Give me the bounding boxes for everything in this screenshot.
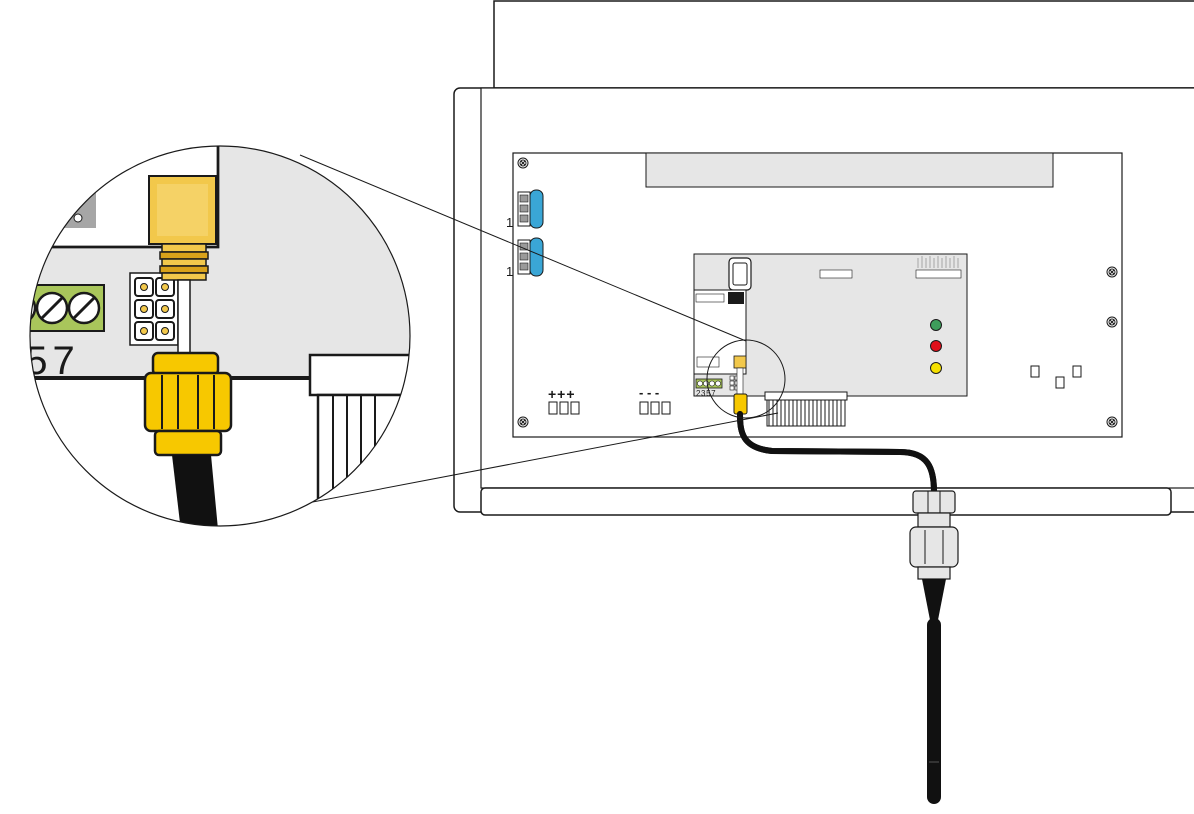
led-green (930, 319, 942, 331)
connector-upper-label: 1 (506, 215, 513, 230)
zoom-callout-lines (275, 154, 786, 510)
zoom-circle-outline (29, 145, 411, 527)
zoom-terminal-digits: 357 (0, 339, 80, 383)
terminal-block-icon (30, 284, 105, 332)
negative-label: - - - (639, 385, 659, 400)
jumper-block (129, 272, 179, 346)
ribbon-connector (308, 353, 410, 526)
screw-icon (517, 416, 529, 428)
antenna-cable (733, 393, 937, 495)
led-icon (930, 319, 942, 374)
connector-upper: 1 (506, 189, 544, 230)
led-red (930, 340, 942, 352)
display-window (645, 152, 1054, 188)
circuit-board: 2357 (693, 253, 968, 398)
zoom-detail-circle: 357 (0, 145, 411, 527)
cable-gland-icon (909, 490, 959, 580)
board-terminal-digits: 2357 (696, 389, 716, 398)
sma-connector-icon (733, 355, 747, 397)
ribbon-cable (764, 391, 848, 427)
antenna-icon (922, 579, 946, 804)
pin-header-labels (917, 256, 959, 268)
screw-icon (1106, 316, 1118, 328)
antenna-cable-nut (143, 351, 233, 526)
positive-terminals: +++ (548, 386, 580, 415)
mounting-plate: 1 1 +++ - - - (506, 152, 1123, 438)
sma-connector-icon (148, 175, 217, 357)
connector-lower-label: 1 (506, 264, 513, 279)
negative-terminals: - - - (639, 385, 671, 415)
led-yellow (930, 362, 942, 374)
screw-icon (1106, 416, 1118, 428)
positive-label: +++ (548, 386, 576, 402)
chip-icon (728, 257, 752, 291)
enclosure-top-lid (493, 0, 1194, 89)
pin-header-top (819, 269, 962, 279)
enclosure-bottom-rail (480, 487, 1172, 516)
screw-icon (517, 157, 529, 169)
right-terminals (1030, 365, 1082, 389)
screw-icon (1106, 266, 1118, 278)
connector-lower: 1 (506, 237, 544, 279)
